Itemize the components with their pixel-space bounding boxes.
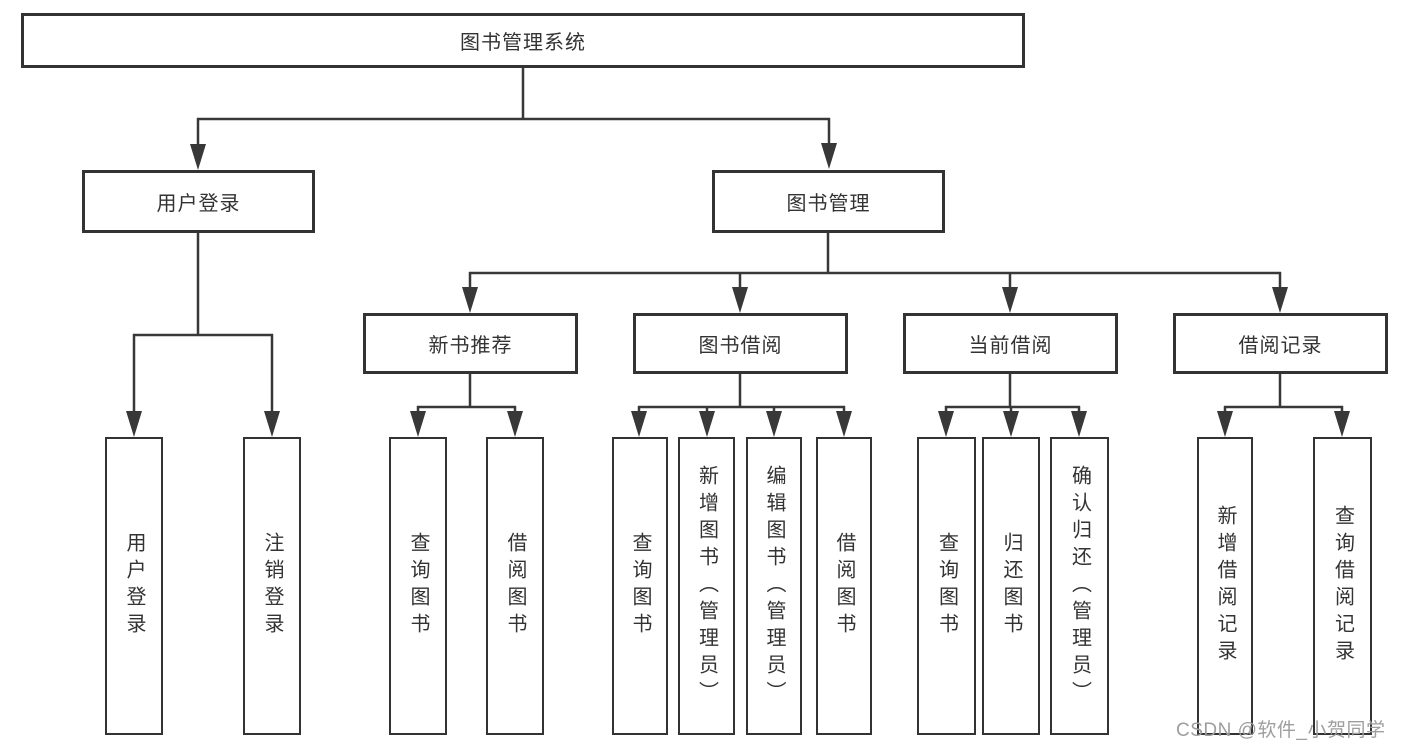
arrowhead <box>410 411 426 437</box>
node-current-borrow: 当前借阅 <box>903 313 1118 374</box>
leaf-label: 新增图书（管理员） <box>695 464 718 708</box>
node-query-borrow-record: 查询借阅记录 <box>1313 437 1372 735</box>
leaf-label: 借阅图书 <box>833 532 855 640</box>
arrowhead <box>507 411 523 437</box>
node-user-login-group: 用户登录 <box>82 170 315 233</box>
connector-borrow-to-leaves <box>637 374 846 416</box>
arrowhead <box>699 411 715 437</box>
node-book-management: 图书管理 <box>712 170 945 233</box>
arrowhead <box>1003 411 1019 437</box>
leaf-label: 注销登录 <box>261 532 283 640</box>
node-return-book: 归还图书 <box>982 437 1040 735</box>
node-current-borrow-label: 当前借阅 <box>968 335 1053 357</box>
connector-root-to-level2 <box>196 68 831 150</box>
connector-current-to-leaves <box>944 374 1081 416</box>
arrowhead <box>126 411 142 437</box>
node-book-borrow: 图书借阅 <box>633 313 848 374</box>
connector-records-to-leaves <box>1223 374 1344 416</box>
leaf-label: 查询图书 <box>629 532 651 640</box>
arrowhead <box>190 144 206 170</box>
node-new-book-recommend: 新书推荐 <box>363 313 578 374</box>
leaf-label: 确认归还（管理员） <box>1068 464 1091 708</box>
arrowhead <box>264 411 280 437</box>
node-logout: 注销登录 <box>243 437 301 735</box>
arrowhead <box>732 287 748 313</box>
connector-management-to-level3 <box>468 233 1282 292</box>
node-add-book-admin: 新增图书（管理员） <box>678 437 735 735</box>
arrowhead <box>1217 411 1233 437</box>
leaf-label: 新增借阅记录 <box>1214 505 1236 667</box>
watermark: CSDN @软件_小贺同学 <box>1176 720 1386 741</box>
leaf-label: 用户登录 <box>123 532 145 640</box>
arrowhead <box>1002 287 1018 313</box>
node-new-book-recommend-label: 新书推荐 <box>428 335 513 357</box>
leaf-label: 编辑图书（管理员） <box>763 464 785 708</box>
node-root-label: 图书管理系统 <box>460 32 586 54</box>
node-user-login: 用户登录 <box>105 437 163 735</box>
leaf-label: 借阅图书 <box>504 532 526 640</box>
arrowhead <box>462 287 478 313</box>
connector-recommend-to-leaves <box>416 374 517 416</box>
arrowhead <box>1071 411 1087 437</box>
connector-login-to-leaves <box>132 233 274 416</box>
arrowhead <box>836 411 852 437</box>
node-query-books-recommend: 查询图书 <box>389 437 447 735</box>
arrowhead <box>938 411 954 437</box>
node-book-borrow-label: 图书借阅 <box>698 335 783 357</box>
leaf-label: 查询借阅记录 <box>1331 505 1354 667</box>
node-borrow-book: 借阅图书 <box>816 437 872 735</box>
leaf-label: 查询图书 <box>407 532 429 640</box>
arrowhead <box>766 411 782 437</box>
leaf-label: 查询图书 <box>935 532 958 640</box>
node-edit-book-admin: 编辑图书（管理员） <box>746 437 802 735</box>
arrowhead <box>1334 411 1350 437</box>
leaf-label: 归还图书 <box>1000 532 1022 640</box>
arrowhead <box>631 411 647 437</box>
node-confirm-return-admin: 确认归还（管理员） <box>1050 437 1109 735</box>
node-query-books-current: 查询图书 <box>917 437 976 735</box>
node-user-login-group-label: 用户登录 <box>156 193 241 215</box>
node-borrow-records: 借阅记录 <box>1173 313 1388 374</box>
arrowhead <box>1272 287 1288 313</box>
node-add-borrow-record: 新增借阅记录 <box>1197 437 1253 735</box>
node-query-books-borrow: 查询图书 <box>612 437 668 735</box>
node-root: 图书管理系统 <box>21 13 1025 68</box>
node-borrow-books-recommend: 借阅图书 <box>486 437 544 735</box>
arrowhead <box>821 143 837 169</box>
node-borrow-records-label: 借阅记录 <box>1238 335 1323 357</box>
node-book-management-label: 图书管理 <box>786 193 871 215</box>
